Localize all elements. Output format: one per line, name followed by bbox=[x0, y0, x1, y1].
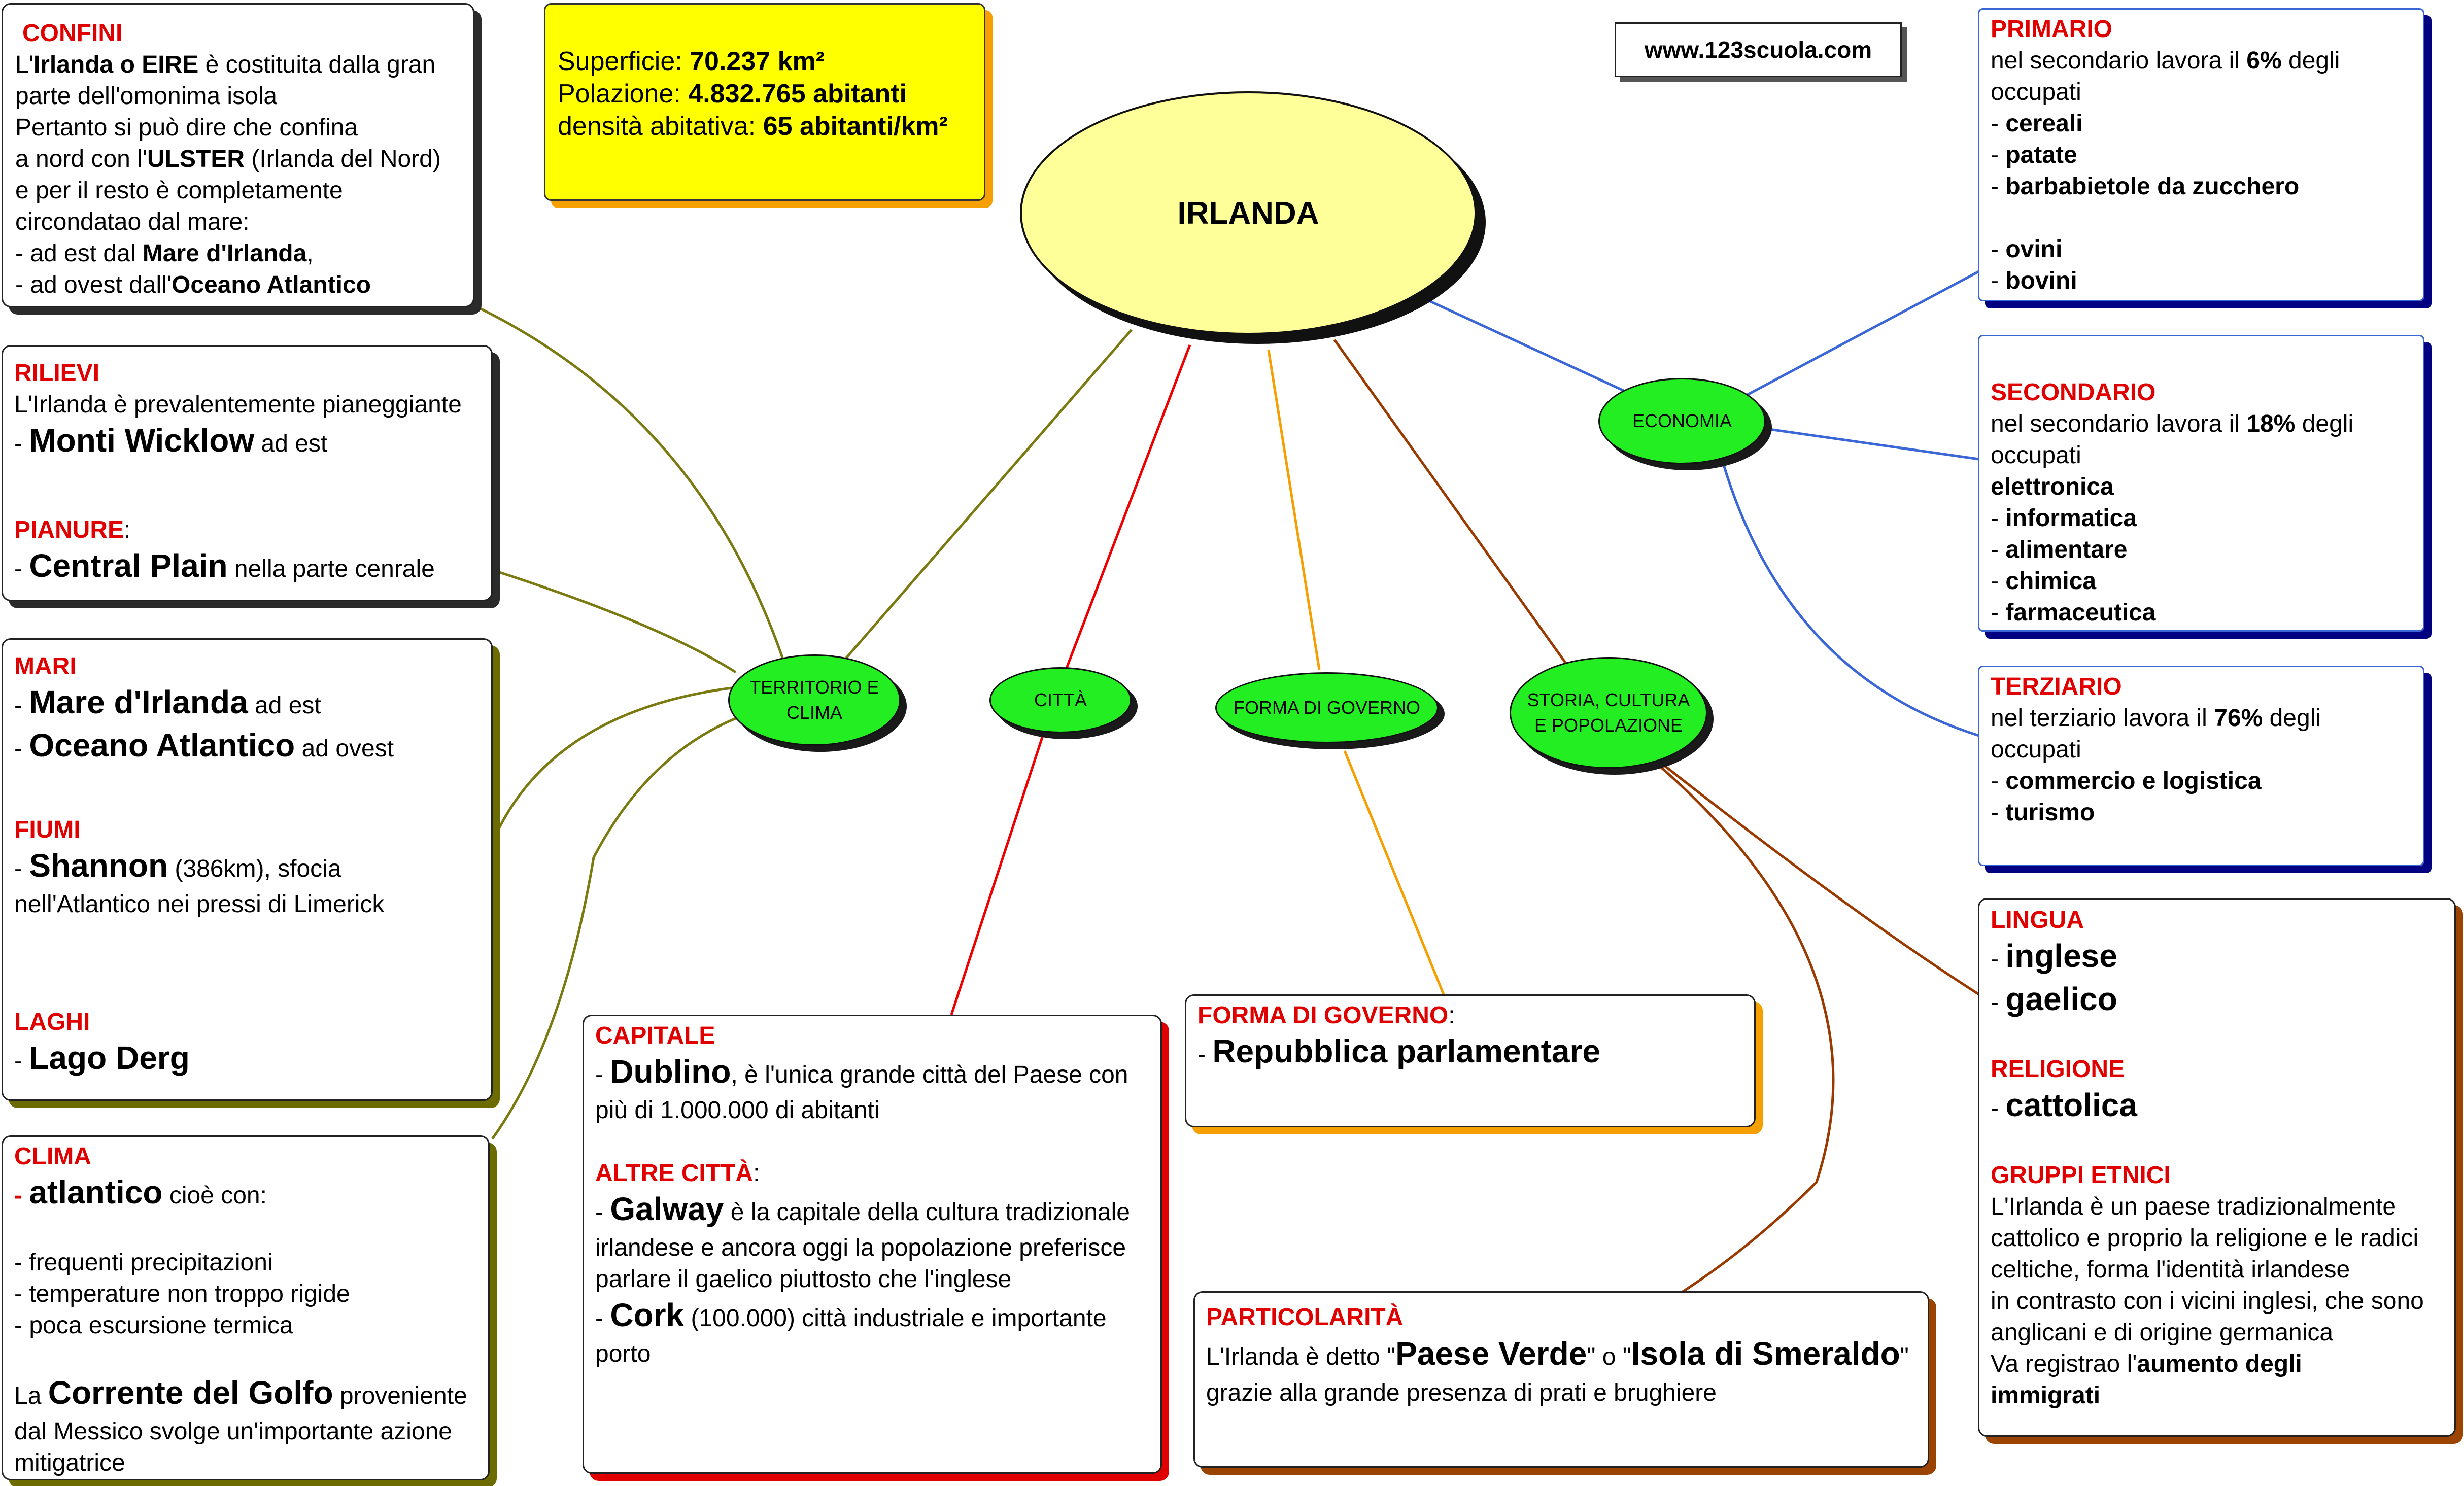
rilievi-box: RILIEVI L'Irlanda è prevalentemente pian… bbox=[2, 345, 493, 601]
main-topic-oval: IRLANDA bbox=[1020, 91, 1477, 335]
primario-item: - bovini bbox=[1991, 267, 2077, 294]
primario-item: - barbabietole da zucchero bbox=[1991, 173, 2300, 200]
node-storia-cultura-popolazione: STORIA, CULTURA E POPOLAZIONE bbox=[1510, 657, 1707, 769]
line-citta-capitale bbox=[950, 728, 1047, 1015]
line-economia-primario bbox=[1744, 270, 1980, 397]
line-main-citta bbox=[1062, 344, 1191, 678]
line-main-governo bbox=[1267, 350, 1321, 670]
primario-item: - patate bbox=[1991, 142, 2077, 168]
node-citta: CITTÀ bbox=[989, 667, 1132, 733]
superficie-value: 70.237 km² bbox=[690, 47, 825, 76]
particolarita-box: PARTICOLARITÀ L'Irlanda è detto "Paese V… bbox=[1193, 1291, 1929, 1468]
laghi-heading: LAGHI bbox=[14, 1009, 90, 1035]
altre-citta-heading: ALTRE CITTÀ bbox=[595, 1160, 754, 1187]
secondario-item: - alimentare bbox=[1991, 536, 2128, 563]
primario-box: PRIMARIO nel secondario lavora il 6% deg… bbox=[1978, 8, 2424, 301]
terziario-heading: TERZIARIO bbox=[1991, 673, 2122, 700]
mari-heading: MARI bbox=[14, 653, 77, 680]
line-territorio-mari bbox=[493, 686, 736, 838]
religione-heading: RELIGIONE bbox=[1991, 1056, 2125, 1083]
line-territorio-confini bbox=[476, 305, 785, 663]
lingua-item: - inglese bbox=[1991, 938, 2117, 974]
line-territorio-clima bbox=[491, 714, 744, 1140]
terziario-item: - commercio e logistica bbox=[1991, 768, 2262, 794]
popolazione-value: 4.832.765 abitanti bbox=[688, 79, 907, 109]
terziario-box: TERZIARIO nel terziario lavora il 76% de… bbox=[1978, 666, 2424, 866]
secondario-item: - chimica bbox=[1991, 568, 2097, 595]
website-label: www.123scuola.com bbox=[1615, 22, 1902, 77]
secondario-heading: SECONDARIO bbox=[1991, 379, 2156, 406]
line-main-territorio bbox=[844, 329, 1133, 661]
particolarita-heading: PARTICOLARITÀ bbox=[1206, 1304, 1404, 1331]
lingua-heading: LINGUA bbox=[1991, 907, 2084, 934]
pianure-heading: PIANURE bbox=[14, 516, 124, 543]
line-storia-particolarita bbox=[1656, 763, 1835, 1295]
clima-heading: CLIMA bbox=[14, 1143, 91, 1170]
line-storia-lingua bbox=[1661, 763, 1980, 996]
line-governo-box bbox=[1343, 750, 1445, 995]
line-economia-secondario bbox=[1765, 427, 1979, 461]
secondario-item: - informatica bbox=[1991, 505, 2137, 532]
node-forma-di-governo: FORMA DI GOVERNO bbox=[1215, 672, 1439, 743]
terziario-item: - turismo bbox=[1991, 799, 2095, 826]
primario-item: - ovini bbox=[1991, 236, 2063, 263]
densita-value: 65 abitanti/km² bbox=[763, 112, 948, 141]
lingua-item: - gaelico bbox=[1991, 981, 2117, 1017]
forma-governo-heading: FORMA DI GOVERNO bbox=[1197, 1002, 1449, 1029]
capitale-heading: CAPITALE bbox=[595, 1022, 715, 1049]
mari-box: MARI - Mare d'Irlanda ad est - Oceano At… bbox=[2, 638, 493, 1101]
line-economia-terziario bbox=[1721, 461, 1979, 737]
line-main-economia bbox=[1425, 298, 1625, 392]
fiumi-heading: FIUMI bbox=[14, 816, 81, 843]
gruppi-etnici-heading: GRUPPI ETNICI bbox=[1991, 1162, 2171, 1189]
main-title: IRLANDA bbox=[1177, 195, 1319, 231]
secondario-item: - farmaceutica bbox=[1991, 599, 2156, 626]
confini-heading: CONFINI bbox=[22, 20, 123, 47]
primario-heading: PRIMARIO bbox=[1991, 16, 2112, 43]
primario-item: - cereali bbox=[1991, 110, 2083, 137]
node-economia: ECONOMIA bbox=[1598, 378, 1766, 464]
node-territorio-clima: TERRITORIO E CLIMA bbox=[728, 654, 901, 746]
clima-box: CLIMA - atlantico cioè con: - frequenti … bbox=[2, 1135, 490, 1480]
capitale-box: CAPITALE - Dublino, è l'unica grande cit… bbox=[583, 1015, 1162, 1474]
rilievi-heading: RILIEVI bbox=[14, 360, 100, 387]
stats-box: Superficie: 70.237 km² Polazione: 4.832.… bbox=[544, 3, 985, 201]
lingua-box: LINGUA - inglese - gaelico RELIGIONE - c… bbox=[1978, 898, 2456, 1437]
forma-governo-box: FORMA DI GOVERNO: - Repubblica parlament… bbox=[1185, 994, 1756, 1127]
confini-box: CONFINI L'Irlanda o EIRE è costituita da… bbox=[2, 3, 474, 307]
line-territorio-rilievi bbox=[494, 569, 737, 674]
secondario-box: SECONDARIO nel secondario lavora il 18% … bbox=[1978, 335, 2424, 632]
line-main-storia bbox=[1333, 339, 1572, 671]
